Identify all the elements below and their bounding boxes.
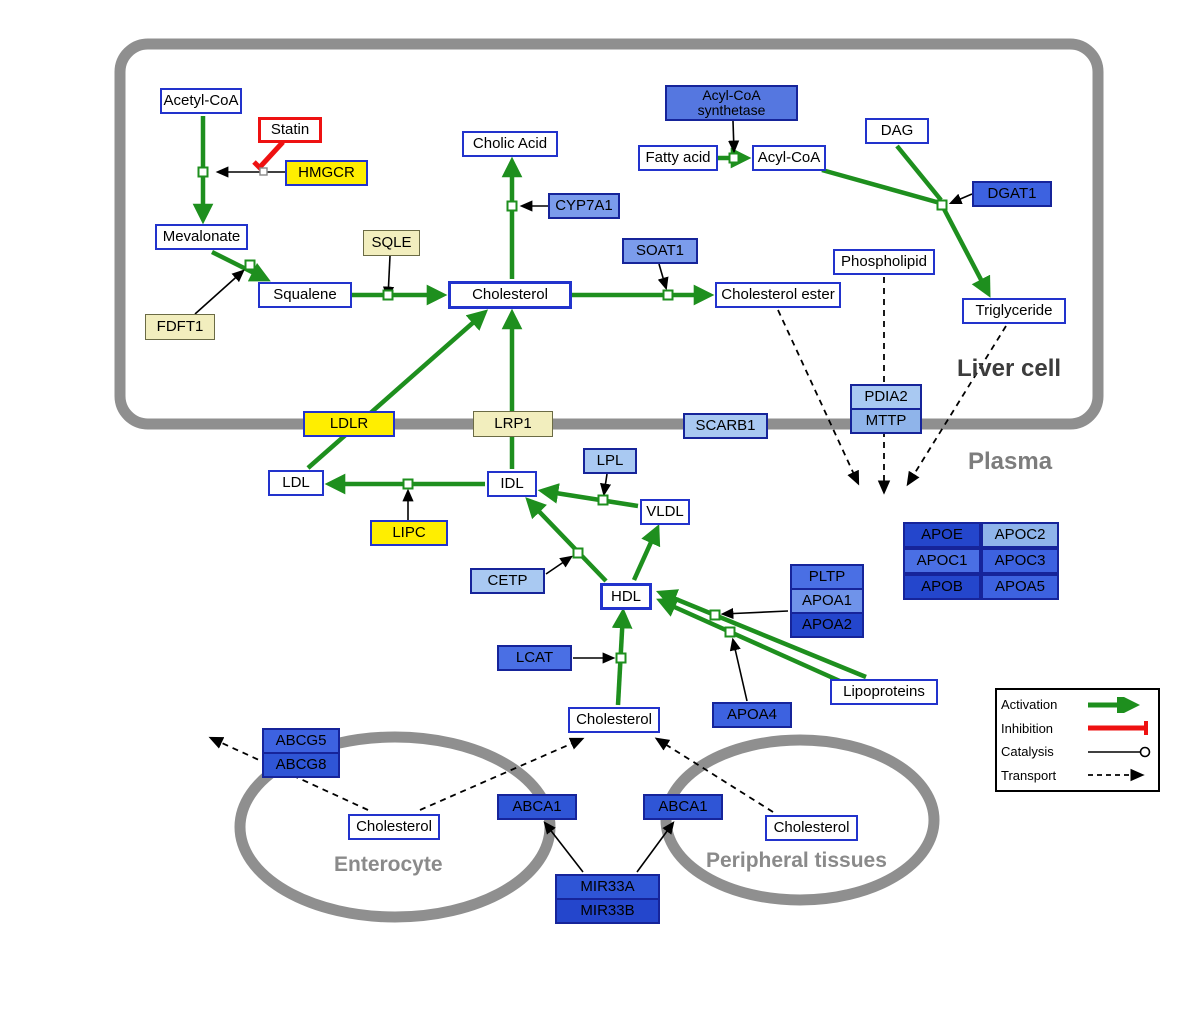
node-lcat[interactable]: LCAT (497, 645, 572, 671)
peripheral-tissues-membrane (660, 734, 940, 906)
node-apoa1[interactable]: APOA1 (790, 588, 864, 614)
node-squalene[interactable]: Squalene (258, 282, 352, 308)
node-abcg8[interactable]: ABCG8 (262, 752, 340, 778)
node-dgat1[interactable]: DGAT1 (972, 181, 1052, 207)
node-triglyceride[interactable]: Triglyceride (962, 298, 1066, 324)
node-cetp[interactable]: CETP (470, 568, 545, 594)
transport-dashed-arrow-icon (1088, 768, 1145, 782)
plasma-label: Plasma (968, 448, 1053, 475)
node-acyl-coa[interactable]: Acyl-CoA (752, 145, 826, 171)
node-apoa2[interactable]: APOA2 (790, 612, 864, 638)
node-apoc3[interactable]: APOC3 (981, 548, 1059, 574)
node-vldl[interactable]: VLDL (640, 499, 690, 525)
legend-catalysis-label: Catalysis (1001, 744, 1054, 760)
node-dag[interactable]: DAG (865, 118, 929, 144)
node-abcg5[interactable]: ABCG5 (262, 728, 340, 754)
transport-edges (208, 277, 1007, 813)
inhibition-tee-icon (1088, 721, 1148, 736)
legend-transport-label: Transport (1001, 767, 1057, 783)
node-pltp[interactable]: PLTP (790, 564, 864, 590)
node-pdia2[interactable]: PDIA2 (850, 384, 922, 410)
legend-activation-row: Activation (1001, 694, 1154, 716)
node-apoe[interactable]: APOE (903, 522, 981, 548)
node-cyp7a1[interactable]: CYP7A1 (548, 193, 620, 219)
node-cholesterol-plasma[interactable]: Cholesterol (568, 707, 660, 733)
node-phospholipid[interactable]: Phospholipid (833, 249, 935, 275)
node-ldl[interactable]: LDL (268, 470, 324, 496)
node-statin[interactable]: Statin (258, 117, 322, 143)
node-apoa5[interactable]: APOA5 (981, 574, 1059, 600)
legend-catalysis-row: Catalysis (1001, 741, 1154, 763)
node-acetyl-coa[interactable]: Acetyl-CoA (160, 88, 242, 114)
node-lipc[interactable]: LIPC (370, 520, 448, 546)
node-cholic-acid[interactable]: Cholic Acid (462, 131, 558, 157)
node-apoa4[interactable]: APOA4 (712, 702, 792, 728)
legend-inhibition-label: Inhibition (1001, 720, 1054, 736)
node-scarb1[interactable]: SCARB1 (683, 413, 768, 439)
liver-cell-membrane (114, 38, 1104, 430)
node-cholesterol-enterocyte[interactable]: Cholesterol (348, 814, 440, 840)
node-mir33b[interactable]: MIR33B (555, 898, 660, 924)
node-lpl[interactable]: LPL (583, 448, 637, 474)
peripheral-tissues-label: Peripheral tissues (706, 849, 887, 872)
node-ldlr[interactable]: LDLR (303, 411, 395, 437)
node-abca1-right[interactable]: ABCA1 (643, 794, 723, 820)
legend-inhibition-row: Inhibition (1001, 717, 1154, 739)
enterocyte-label: Enterocyte (334, 853, 443, 876)
node-abca1-left[interactable]: ABCA1 (497, 794, 577, 820)
node-cholesterol-ester[interactable]: Cholesterol ester (715, 282, 841, 308)
activation-arrow-icon (1088, 696, 1140, 713)
activation-edges (192, 116, 991, 706)
node-cholesterol-liver[interactable]: Cholesterol (448, 281, 572, 309)
inhibition-edge-statin (252, 140, 285, 175)
node-lrp1[interactable]: LRP1 (473, 411, 553, 437)
node-apoc2[interactable]: APOC2 (981, 522, 1059, 548)
node-mttp[interactable]: MTTP (850, 408, 922, 434)
node-soat1[interactable]: SOAT1 (622, 238, 698, 264)
legend: Activation Inhibition Catalysis Transpor… (995, 688, 1160, 792)
liver-cell-label: Liver cell (957, 355, 1062, 382)
node-fatty-acid[interactable]: Fatty acid (638, 145, 718, 171)
legend-activation-label: Activation (1001, 697, 1058, 713)
node-hmgcr[interactable]: HMGCR (285, 160, 368, 186)
node-acyl-coa-synthetase[interactable]: Acyl-CoA synthetase (665, 85, 798, 121)
node-apoc1[interactable]: APOC1 (903, 548, 981, 574)
node-mevalonate[interactable]: Mevalonate (155, 224, 248, 250)
node-idl[interactable]: IDL (487, 471, 537, 497)
node-lipoproteins[interactable]: Lipoproteins (830, 679, 938, 705)
node-fdft1[interactable]: FDFT1 (145, 314, 215, 340)
node-cholesterol-peripheral[interactable]: Cholesterol (765, 815, 858, 841)
node-apob[interactable]: APOB (903, 574, 981, 600)
node-sqle[interactable]: SQLE (363, 230, 420, 256)
node-mir33a[interactable]: MIR33A (555, 874, 660, 900)
catalysis-circle-icon (1088, 746, 1151, 758)
legend-transport-row: Transport (1001, 764, 1154, 786)
reaction-nodes (197, 152, 948, 664)
catalysis-edges (194, 120, 973, 873)
node-hdl[interactable]: HDL (600, 583, 652, 610)
